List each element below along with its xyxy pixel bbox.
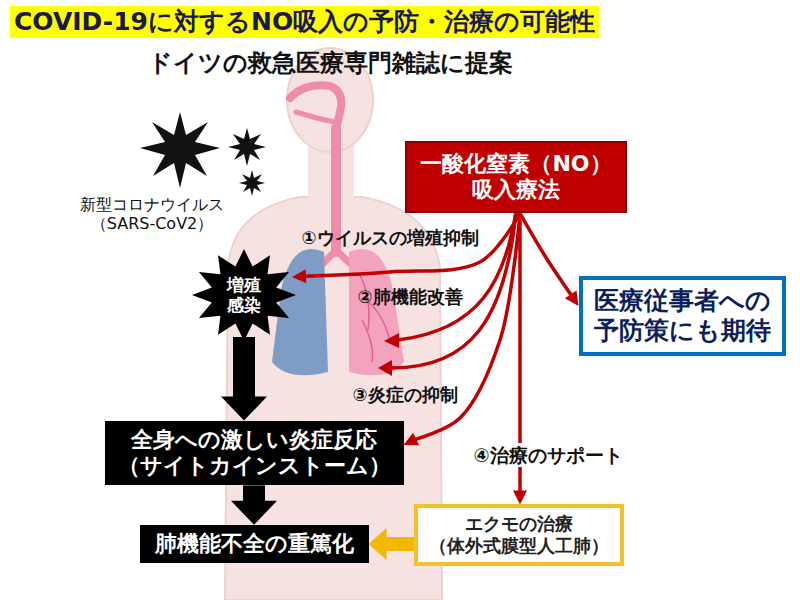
arrow-connector (231, 485, 277, 524)
therapy-box: 一酸化窒素（NO） 吸入療法 (405, 141, 627, 214)
virus-symbol (140, 112, 266, 196)
arrow-head (404, 433, 420, 446)
node-text: 増殖 感染 (226, 275, 262, 316)
edge-label: ①ウイルスの増殖抑制 (300, 227, 480, 249)
effect-label: ②肺機能改善 (356, 286, 464, 308)
arrow-connector (520, 213, 579, 306)
arrow-head (513, 490, 527, 504)
connector-line (243, 485, 265, 503)
arrow-connector (369, 528, 415, 560)
arrow-connector (221, 337, 267, 421)
arrow-head (565, 290, 579, 306)
arrow-head (369, 528, 387, 560)
subtitle: ドイツの救急医療専門雑誌に提案 (147, 49, 514, 78)
burst-outline (192, 249, 296, 341)
arrow-head (292, 269, 306, 283)
arrow-head (231, 501, 277, 525)
outcome-box: 肺機能不全の重篤化 (140, 525, 369, 563)
effect-label: ③炎症の抑制 (351, 384, 459, 406)
connector-line (233, 337, 255, 399)
ecmo-box: エクモの治療 （体外式膜型人工肺） (414, 504, 624, 565)
node-text: 一酸化窒素（NO） 吸入療法 (419, 151, 613, 204)
prevention-box: 医療従事者への 予防策にも期待 (579, 276, 786, 356)
edge-label: ④治療のサポート (466, 443, 630, 468)
node-text: エクモの治療 （体外式膜型人工肺） (428, 513, 610, 556)
connector-line (520, 213, 571, 295)
node-text: 医療従事者への 予防策にも期待 (593, 286, 772, 346)
arrow-head (221, 397, 267, 421)
connector-line (385, 537, 414, 551)
node-text: 全身への激しい炎症反応 （サイトカインストーム） (117, 427, 392, 480)
arrow-connector (292, 213, 520, 283)
cytokine-box: 全身への激しい炎症反応 （サイトカインストーム） (105, 421, 404, 486)
title: COVID-19に対するNO吸入の予防・治療の可能性 (10, 6, 599, 38)
infection-burst: 増殖 感染 (192, 249, 296, 341)
lungs (272, 249, 404, 375)
virus-label: 新型コロナウイルス （SARS-CoV2） (79, 195, 225, 233)
node-text: 肺機能不全の重篤化 (154, 531, 355, 557)
